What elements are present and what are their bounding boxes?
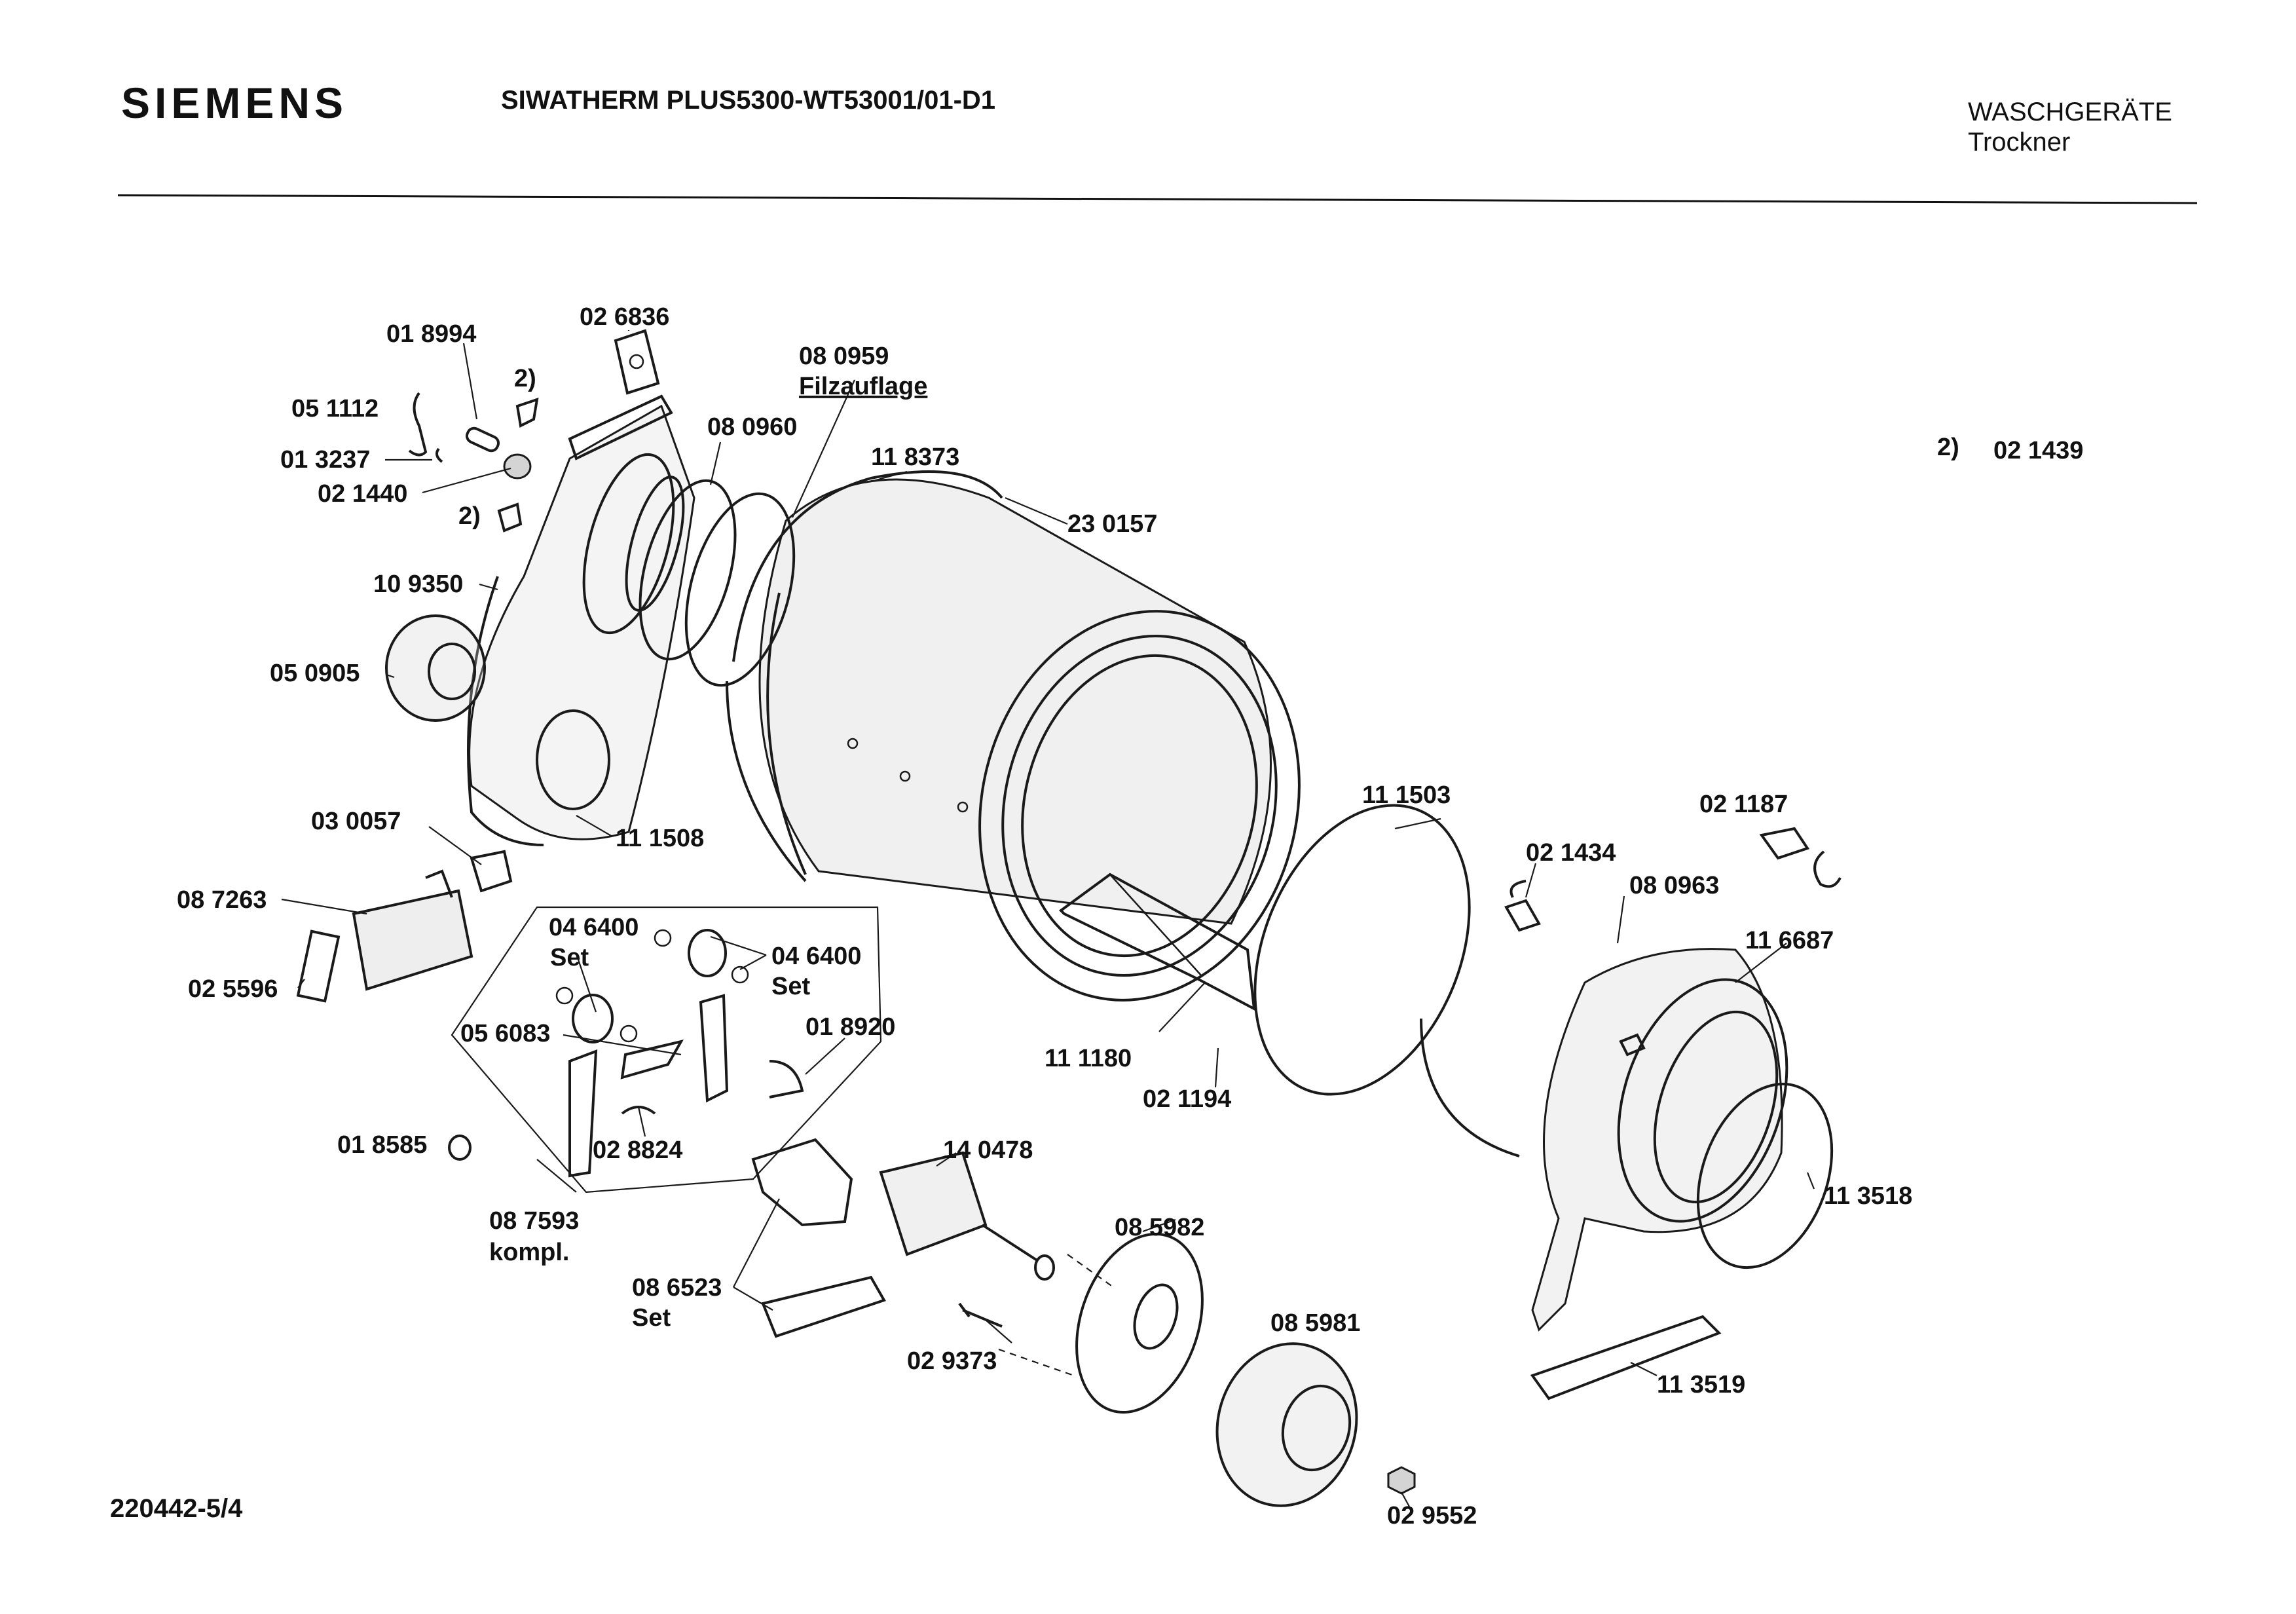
base-foot [1530,1315,1722,1400]
part-label: 02 6836 [580,303,669,331]
header-rule [117,194,2198,204]
part-label: 23 0157 [1067,510,1157,538]
part-label: 11 1508 [616,825,704,852]
leader-lines [281,330,1815,1507]
part-label: 08 6523 [632,1274,722,1302]
part-label: Filzauflage [799,373,927,400]
fan-housing [998,1232,1204,1414]
footnote-ref: 2) [458,502,481,530]
part-label: 11 8373 [871,443,959,471]
nut [1387,1466,1416,1495]
part-label: 02 9552 [1387,1502,1477,1530]
part-label: 01 8920 [805,1013,895,1041]
footnote-part: 02 1439 [1993,437,2083,464]
part-label: 02 1434 [1526,839,1616,867]
part-label: 02 1187 [1699,791,1788,818]
screw [958,1302,1003,1328]
part-label: kompl. [489,1239,569,1266]
part-label: Set [550,944,589,971]
flange-plate [614,329,660,395]
part-label: 08 5982 [1115,1214,1204,1241]
document-code: 220442-5/4 [110,1494,243,1523]
category-title: WASCHGERÄTE [1968,98,2172,126]
part-label: 02 8824 [593,1136,682,1164]
door-seal [1696,1082,1834,1269]
rear-bearing-plate [468,394,695,840]
thermostat [470,850,513,893]
part-label: 11 1180 [1045,1045,1132,1072]
subcategory-title: Trockner [1968,128,2070,157]
part-label: Set [632,1304,671,1332]
part-label: Set [771,973,810,1000]
motor-mount [751,1138,886,1338]
part-label: 01 8585 [337,1131,427,1159]
part-label: 08 5981 [1270,1309,1360,1337]
part-label: 04 6400 [549,914,639,941]
drum-lifter [1058,873,1256,1011]
latch-hardware [1504,827,1842,1057]
part-label: 05 1112 [291,395,379,422]
part-label: 08 7263 [177,886,267,914]
part-label: 02 1194 [1143,1085,1231,1113]
heater-box [352,869,473,991]
model-title: SIWATHERM PLUS5300-WT53001/01-D1 [501,86,995,115]
part-labels: 01 8994 02 6836 08 0959 Filzauflage 2) 0… [177,303,1912,1530]
drive-belt [467,576,544,846]
part-label: 08 7593 [489,1207,579,1235]
footnote-marker: 2) [1937,434,1959,461]
drum [758,478,1301,1002]
fan-wheel-small [385,614,486,722]
clip [769,1060,804,1098]
part-label: 11 3519 [1657,1371,1745,1398]
part-label: 11 3518 [1824,1182,1912,1210]
part-label: 04 6400 [771,943,861,970]
part-label: 08 0960 [707,413,797,441]
front-seal-ring [1253,804,1520,1157]
heater-seal [296,929,341,1003]
part-label: 02 9373 [907,1347,997,1375]
part-label: 05 6083 [460,1020,550,1047]
part-label: 05 0905 [270,660,360,687]
part-label: 14 0478 [943,1136,1033,1164]
part-label: 11 1503 [1362,781,1451,809]
part-label: 02 1440 [318,480,407,508]
fan-wheel-large [1215,1342,1358,1507]
felt-seal-ring [726,470,1003,882]
tensioner-group-outline [451,906,882,1193]
part-label: 02 5596 [188,975,278,1003]
bracket-hardware [408,392,539,533]
grommet [448,1135,472,1161]
part-label: 10 9350 [373,571,463,598]
motor [879,1151,1055,1281]
part-label: 11 6687 [1745,927,1834,954]
part-label: 08 0959 [799,343,889,370]
footnote-ref: 2) [514,365,536,392]
part-label: 01 8994 [386,320,476,348]
part-label: 01 3237 [280,446,370,474]
part-label: 08 0963 [1629,872,1719,899]
front-bearing-shield [1531,948,1788,1332]
brand-logo: SIEMENS [121,79,348,127]
tensioner-assembly [555,929,749,1178]
part-label: 03 0057 [311,808,401,835]
